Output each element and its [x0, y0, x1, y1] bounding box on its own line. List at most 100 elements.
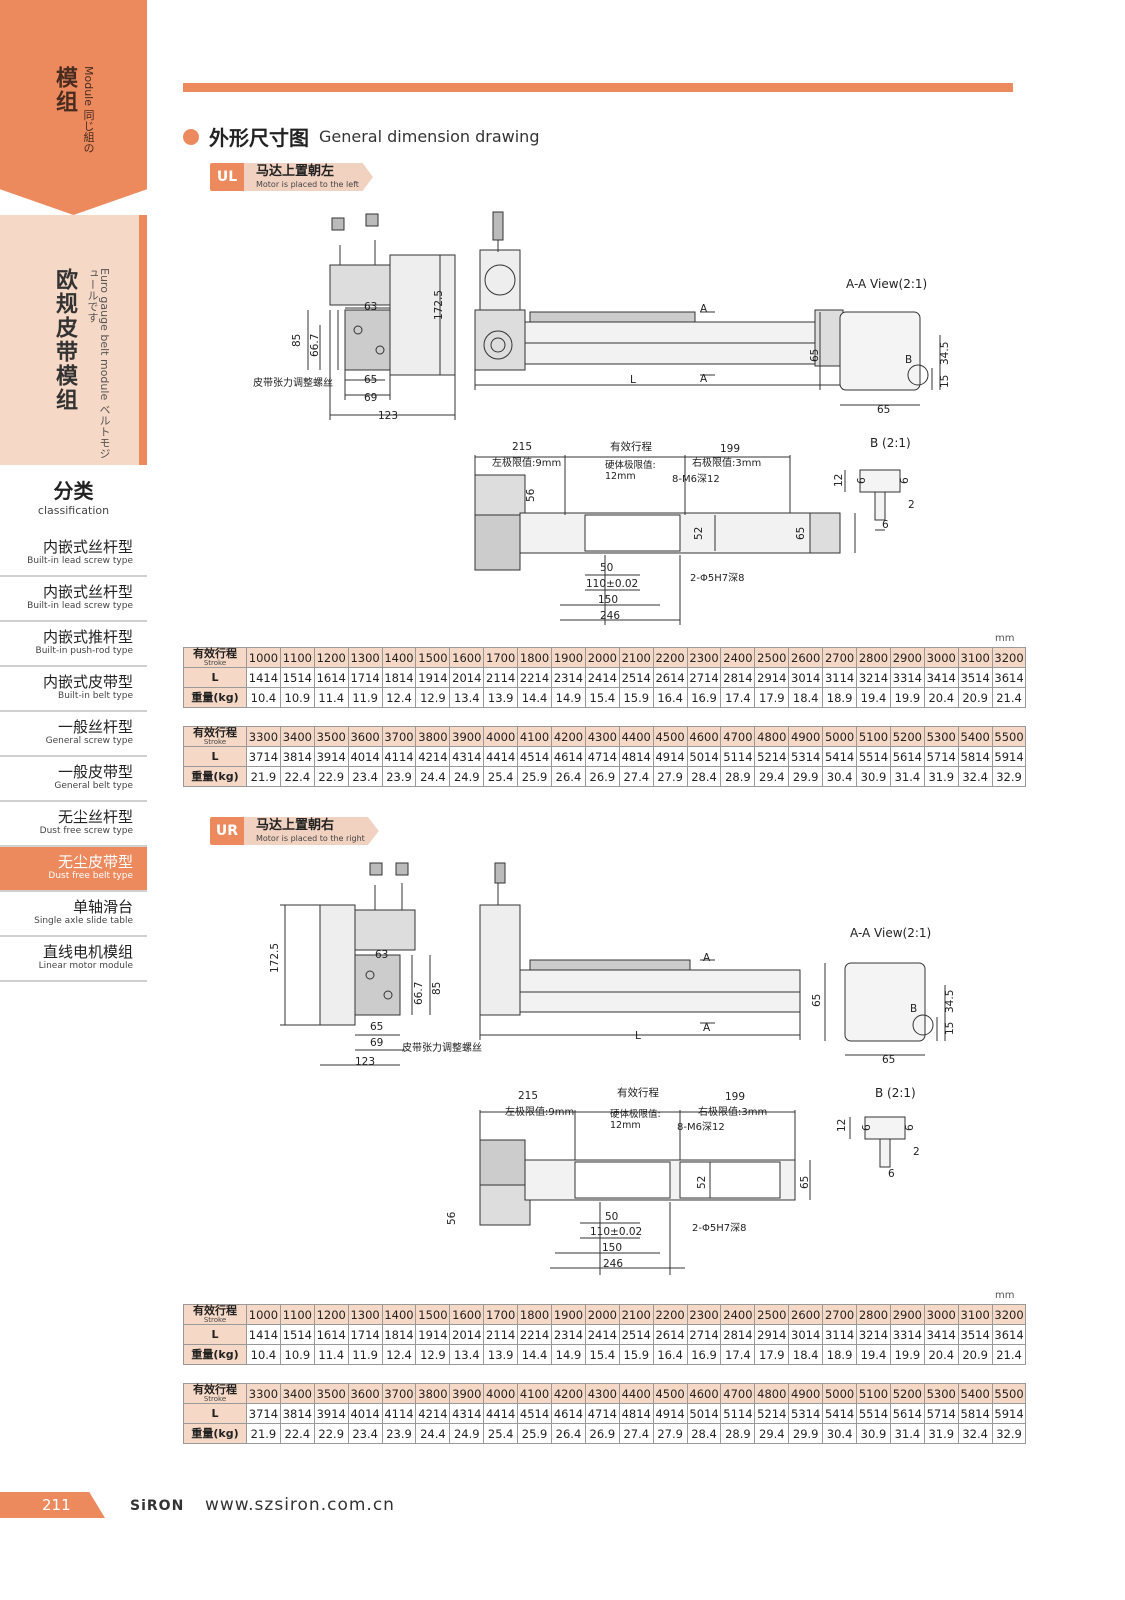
table-cell: 16.4 [652, 1344, 688, 1365]
table-cell: 22.4 [279, 766, 315, 787]
stroke-label: 有效行程 [610, 440, 652, 453]
table-cell: 22.9 [313, 1423, 349, 1444]
table-cell: 4614 [551, 1403, 586, 1424]
table-cell: 2200 [652, 1304, 688, 1325]
table-cell: 30.9 [856, 766, 891, 787]
table-cell: 25.9 [517, 1423, 553, 1444]
sidebar: 模组 Module 同じ組の 欧规皮带模组 Euro gauge belt mo… [0, 0, 147, 1600]
table-cell: 27.4 [618, 1423, 654, 1444]
aa-dim-34-5: 34.5 [939, 342, 951, 365]
table-cell: 4314 [449, 1403, 485, 1424]
hard-limit-label: 硬体极限值: [605, 459, 656, 471]
series-title: 欧规皮带模组 [52, 268, 77, 412]
table-cell: 3700 [381, 726, 417, 747]
tension-screw-label: 皮带张力调整螺丝 [253, 376, 333, 389]
series-panel [0, 215, 147, 465]
table-cell: 5014 [686, 746, 722, 767]
table-cell: 1600 [449, 1304, 485, 1325]
table-cell: 15.9 [618, 687, 654, 708]
table-cell: 4800 [754, 726, 790, 747]
table-cell: 23.9 [381, 766, 417, 787]
table-cell: 4014 [347, 1403, 383, 1424]
table-cell: 5214 [754, 746, 790, 767]
b-dim-2: 2 [908, 499, 915, 511]
table-cell: 3914 [313, 746, 349, 767]
website-link[interactable]: www.szsiron.com.cn [205, 1495, 395, 1515]
table-cell: 3200 [991, 647, 1027, 668]
table-cell: 2500 [754, 647, 790, 668]
table-cell: 5514 [856, 746, 891, 767]
ur-b-dim-6a: 6 [861, 1124, 873, 1131]
table-cell: 12.9 [415, 687, 451, 708]
table-cell: 5400 [957, 1383, 993, 1404]
table-cell: 29.9 [788, 1423, 824, 1444]
table-cell: 2914 [754, 1324, 790, 1345]
table-cell: 3114 [822, 667, 858, 688]
table-cell: 2000 [584, 647, 620, 668]
table-cell: 1400 [381, 1304, 417, 1325]
table-cell: 4900 [788, 726, 824, 747]
table-cell: 3700 [381, 1383, 417, 1404]
dim-199: 199 [720, 443, 740, 455]
table-cell: 2600 [788, 647, 824, 668]
table-cell: 1614 [313, 667, 349, 688]
table-cell: 3014 [788, 1324, 824, 1345]
table-cell: 2100 [618, 1304, 654, 1325]
table-cell: 1600 [449, 647, 485, 668]
table-cell: 18.4 [788, 687, 824, 708]
ur-dim-110: 110±0.02 [590, 1226, 642, 1238]
table-cell: 31.4 [889, 766, 925, 787]
table-cell: 13.4 [449, 687, 485, 708]
table-cell: 5914 [991, 1403, 1027, 1424]
table-cell: 12.9 [415, 1344, 451, 1365]
table-cell: 14.4 [517, 1344, 553, 1365]
table-cell: 2014 [449, 667, 485, 688]
table-cell: 5914 [991, 746, 1027, 767]
ur-pin-hole-label: 2-Φ5H7深8 [692, 1222, 746, 1234]
table-cell: 5414 [822, 746, 858, 767]
table-cell: 2014 [449, 1324, 485, 1345]
series-subtitle: Euro gauge belt module ベルトモジュールです [86, 268, 111, 459]
table-cell: 5814 [957, 1403, 993, 1424]
ur-dim-69: 69 [370, 1037, 383, 1049]
dim-56: 56 [525, 488, 537, 502]
table-cell: 30.4 [822, 1423, 858, 1444]
table-cell: 22.9 [313, 766, 349, 787]
table-cell: 3814 [279, 1403, 315, 1424]
table-cell: 3214 [856, 667, 891, 688]
table-cell: 5300 [923, 726, 959, 747]
section-A-top: A [700, 303, 708, 315]
table-cell: 2400 [720, 1304, 756, 1325]
ur-dim-50: 50 [605, 1211, 618, 1223]
table-cell: 3314 [889, 667, 925, 688]
table-cell: 18.9 [822, 687, 858, 708]
table-cell: 2200 [652, 647, 688, 668]
ur-b-dim-6b: 6 [904, 1124, 916, 1131]
table-cell: 28.9 [720, 1423, 756, 1444]
table-cell: 26.4 [551, 1423, 586, 1444]
table-cell: 32.9 [991, 1423, 1027, 1444]
table-cell: 3514 [957, 667, 993, 688]
table-cell: 4100 [517, 1383, 553, 1404]
table-cell: 2714 [686, 1324, 722, 1345]
table-cell: 2214 [517, 667, 553, 688]
table-cell: 3614 [991, 1324, 1027, 1345]
table-cell: 1714 [347, 1324, 383, 1345]
table-cell: 3800 [415, 1383, 451, 1404]
